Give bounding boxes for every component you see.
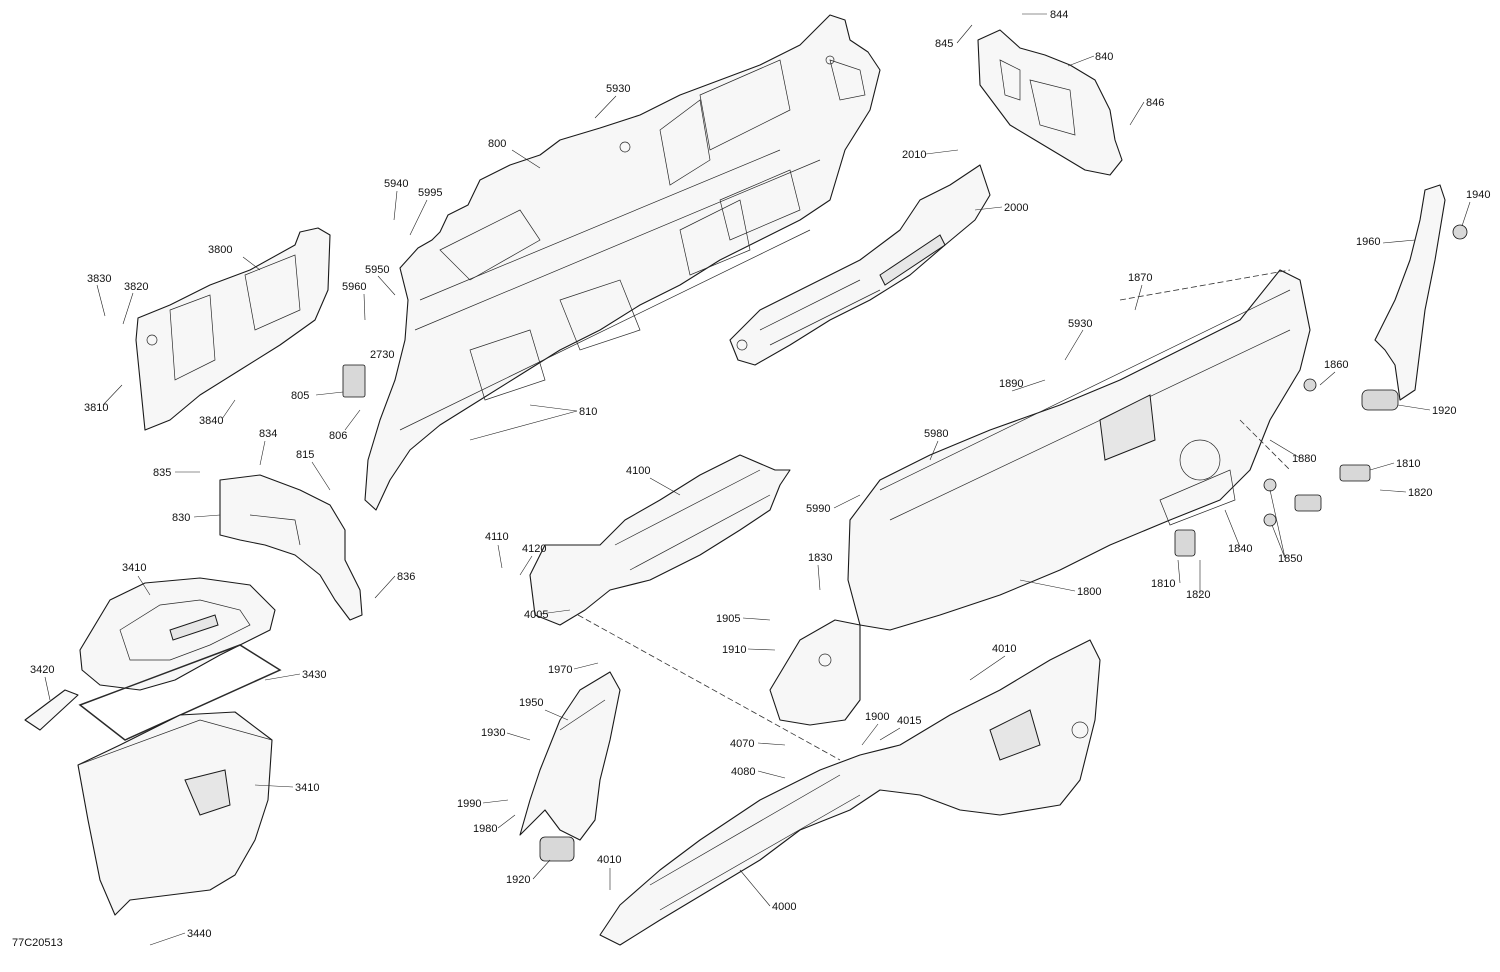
callout-label: 1940 <box>1466 189 1490 201</box>
bracket-1960 <box>1374 184 1446 401</box>
callout-label: 3430 <box>302 669 326 681</box>
callout-label: 4110 <box>485 531 509 543</box>
callout-label: 3810 <box>84 402 108 414</box>
callout-label: 1880 <box>1292 453 1316 465</box>
callout-label: 4010 <box>597 854 621 866</box>
callout-label: 1950 <box>519 697 543 709</box>
callout-label: 3840 <box>199 415 223 427</box>
shroud-840 <box>977 29 1123 176</box>
callout-label: 5960 <box>342 281 366 293</box>
callout-label: 5940 <box>384 178 408 190</box>
callout-label: 5995 <box>418 187 442 199</box>
callout-label: 3440 <box>187 928 211 940</box>
callout-label: 836 <box>397 571 415 583</box>
bracket-1950 <box>519 671 621 841</box>
callout-label: 4120 <box>522 543 546 555</box>
handle-3420 <box>24 689 79 731</box>
callout-label: 4100 <box>626 465 650 477</box>
callout-label: 1960 <box>1356 236 1380 248</box>
callout-label: 1980 <box>473 823 497 835</box>
callout-label: 5980 <box>924 428 948 440</box>
callout-label: 5930 <box>606 83 630 95</box>
tray-4000 <box>599 639 1101 946</box>
panel-2000 <box>729 164 991 366</box>
callout-label: 835 <box>153 467 171 479</box>
callout-label: 1930 <box>481 727 505 739</box>
callout-label: 2000 <box>1004 202 1028 214</box>
callout-label: 3420 <box>30 664 54 676</box>
callout-label: 4005 <box>524 609 548 621</box>
panel-3800 <box>135 227 331 431</box>
callout-labels: 844 845 840 846 5930 800 2010 2000 5940 … <box>30 9 1490 940</box>
callout-label: 1840 <box>1228 543 1252 555</box>
leader-lines <box>44 13 1471 946</box>
callout-label: 2010 <box>902 149 926 161</box>
callout-label: 5950 <box>365 264 389 276</box>
diagram-id: 77C20513 <box>12 937 63 949</box>
bracket-830 <box>219 474 363 621</box>
callout-label: 844 <box>1050 9 1068 21</box>
callout-label: 815 <box>296 449 314 461</box>
callout-label: 1890 <box>999 378 1023 390</box>
callout-label: 2730 <box>370 349 394 361</box>
callout-label: 1900 <box>865 711 889 723</box>
callout-label: 1800 <box>1077 586 1101 598</box>
callout-label: 3410 <box>122 562 146 574</box>
panel-1800 <box>847 269 1311 631</box>
callout-label: 3410 <box>295 782 319 794</box>
callout-label: 830 <box>172 512 190 524</box>
callout-label: 846 <box>1146 97 1164 109</box>
callout-label: 4010 <box>992 643 1016 655</box>
callout-label: 1905 <box>716 613 740 625</box>
callout-label: 1910 <box>722 644 746 656</box>
stand-1900 <box>769 619 861 726</box>
callout-label: 810 <box>579 406 597 418</box>
callout-label: 1820 <box>1408 487 1432 499</box>
callout-label: 1870 <box>1128 272 1152 284</box>
callout-label: 5990 <box>806 503 830 515</box>
side-panel-800 <box>364 14 881 511</box>
tray-4100 <box>529 454 791 626</box>
callout-label: 1860 <box>1324 359 1348 371</box>
callout-label: 1810 <box>1151 578 1175 590</box>
callout-label: 1970 <box>548 664 572 676</box>
callout-label: 840 <box>1095 51 1113 63</box>
callout-label: 4000 <box>772 901 796 913</box>
callout-label: 1820 <box>1186 589 1210 601</box>
seal-3430 <box>78 644 282 741</box>
callout-label: 1920 <box>1432 405 1456 417</box>
storage-lid-3410 <box>79 577 276 691</box>
callout-label: 806 <box>329 430 347 442</box>
callout-label: 834 <box>259 428 277 440</box>
callout-label: 3820 <box>124 281 148 293</box>
storage-box-3410 <box>77 711 273 916</box>
callout-label: 805 <box>291 390 309 402</box>
callout-label: 1920 <box>506 874 530 886</box>
callout-label: 4070 <box>730 738 754 750</box>
callout-label: 3830 <box>87 273 111 285</box>
callout-label: 5930 <box>1068 318 1092 330</box>
callout-label: 800 <box>488 138 506 150</box>
callout-label: 4080 <box>731 766 755 778</box>
callout-label: 1830 <box>808 552 832 564</box>
callout-label: 3800 <box>208 244 232 256</box>
callout-label: 845 <box>935 38 953 50</box>
callout-label: 1990 <box>457 798 481 810</box>
callout-label: 4015 <box>897 715 921 727</box>
callout-label: 1850 <box>1278 553 1302 565</box>
small-hardware <box>342 224 1468 862</box>
callout-label: 1810 <box>1396 458 1420 470</box>
